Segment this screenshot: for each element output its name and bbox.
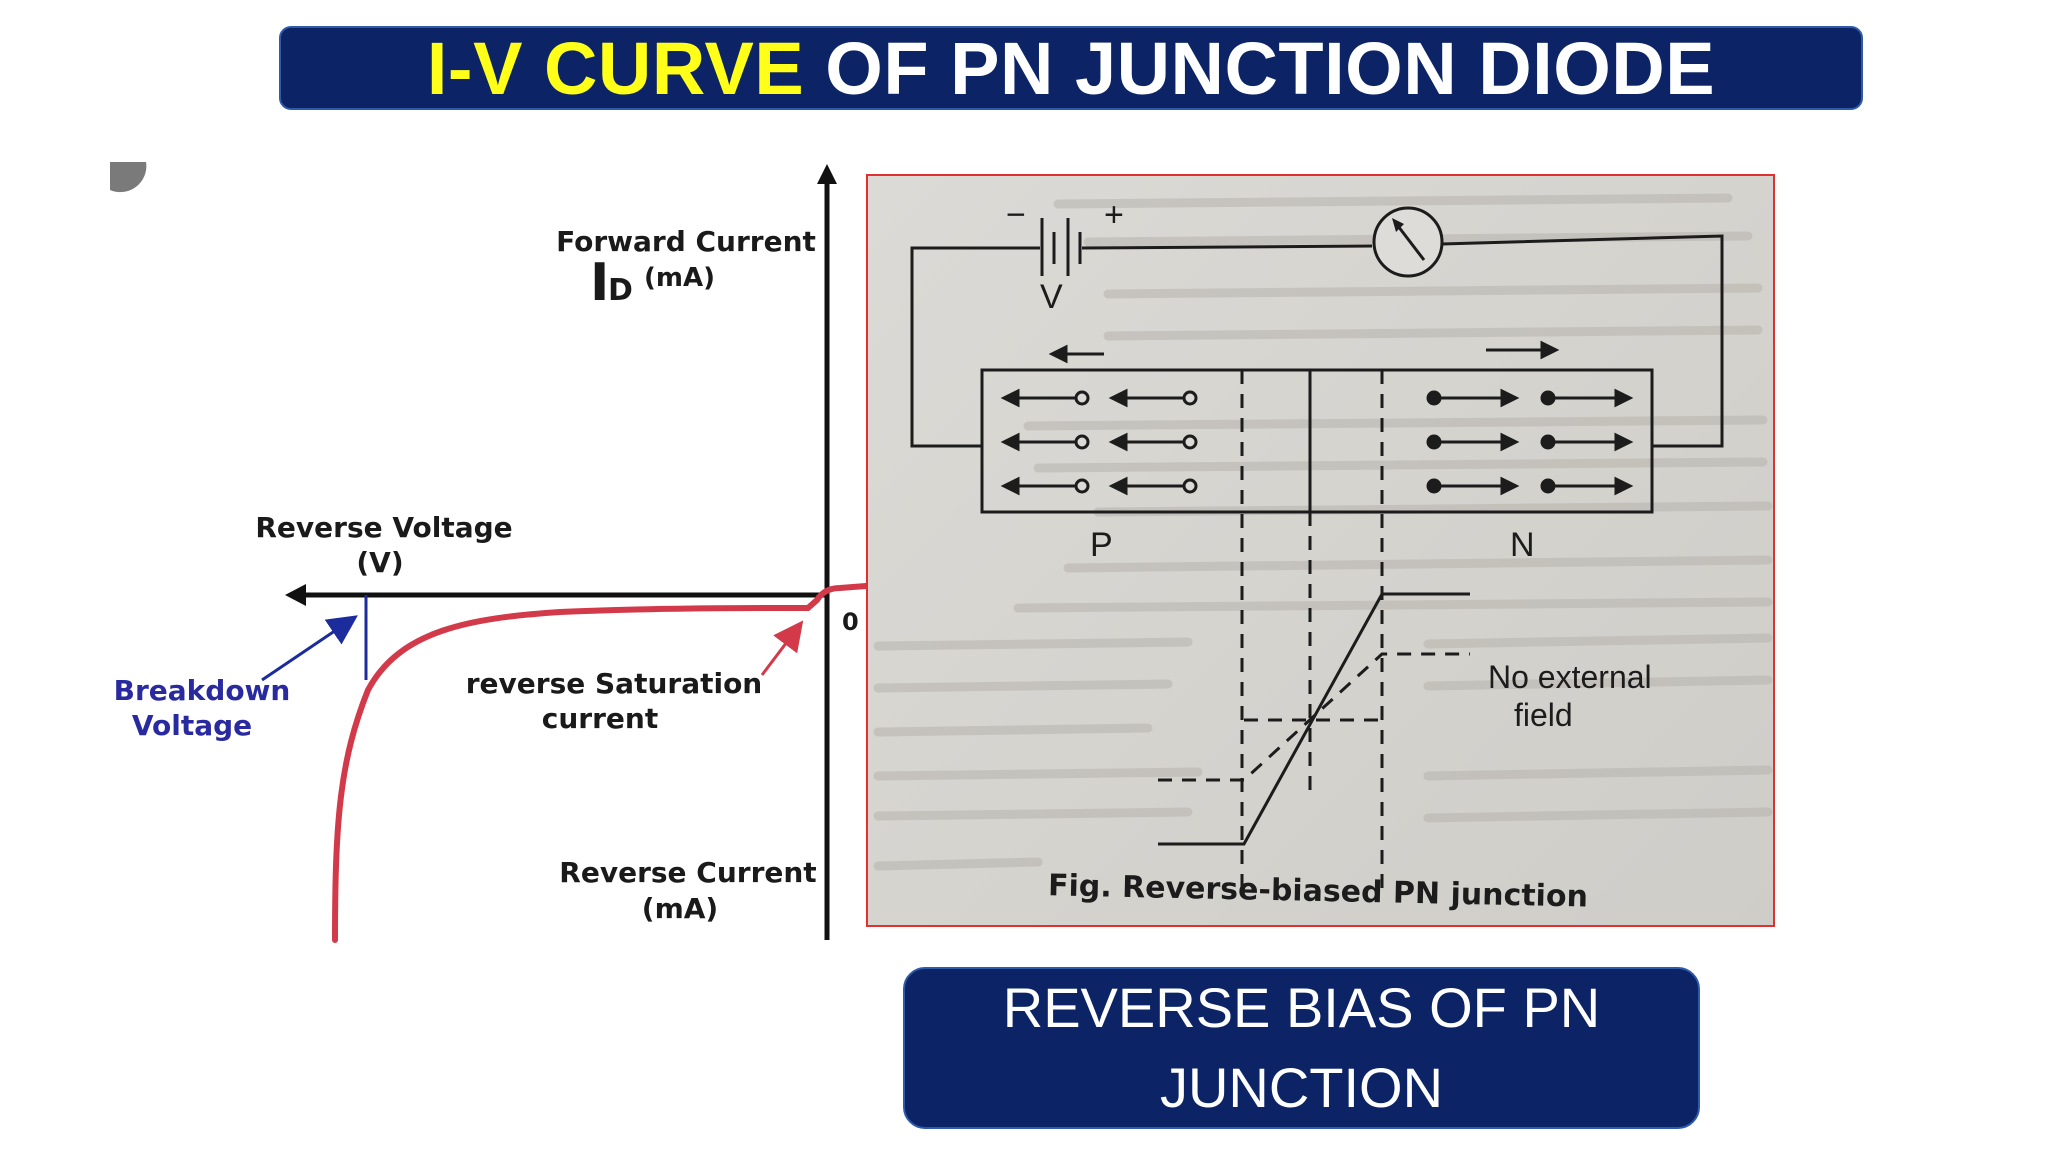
battery-plus: +: [1104, 196, 1124, 234]
title-highlight: I-V CURVE: [426, 26, 805, 110]
battery-label: V: [1040, 278, 1063, 316]
saturation-current-label-2: current: [542, 702, 658, 735]
n-region-label: N: [1510, 526, 1535, 564]
corner-decoration-icon: [110, 162, 147, 193]
pn-junction-block: [980, 368, 1654, 896]
p-region-label: P: [1090, 526, 1113, 564]
saturation-current-label: reverse Saturation: [466, 667, 763, 700]
saturation-arrow: [760, 620, 804, 676]
iv-characteristic-curve: [332, 583, 869, 943]
id-unit: (mA): [644, 263, 715, 293]
ammeter-icon: [1372, 206, 1444, 278]
circuit-wire: [910, 234, 1724, 448]
battery-icon: [982, 218, 1082, 276]
book-text-background: [873, 193, 1773, 871]
reverse-current-unit: (mA): [642, 892, 718, 925]
reverse-voltage-unit: (V): [356, 546, 403, 579]
figure-caption: Fig. Reverse-biased PN junction: [1048, 868, 1589, 914]
no-external-field-label: No external: [1488, 659, 1652, 695]
field-arrows: [1048, 340, 1560, 364]
breakdown-voltage-label-2: Voltage: [132, 709, 252, 742]
n-side-carriers: [1426, 388, 1634, 496]
breakdown-arrow: [261, 615, 358, 682]
reverse-bias-figure: − + V: [866, 174, 1775, 927]
title-banner: I-V CURVE OF PN JUNCTION DIODE: [279, 26, 1863, 110]
reverse-bias-potential: [1158, 592, 1470, 846]
origin-label: 0: [842, 608, 859, 636]
id-subscript: D: [608, 273, 633, 308]
voltage-axis-arrow-icon: [285, 584, 306, 606]
no-field-potential: [1158, 652, 1470, 782]
id-symbol: I: [590, 253, 609, 313]
reverse-voltage-label: Reverse Voltage: [255, 511, 512, 544]
reverse-current-label: Reverse Current: [559, 856, 816, 889]
breakdown-voltage-label: Breakdown: [114, 674, 291, 707]
title-rest: OF PN JUNCTION DIODE: [804, 26, 1716, 110]
p-side-carriers: [1000, 388, 1198, 496]
no-external-field-label-2: field: [1514, 697, 1573, 733]
current-axis-arrow-icon: [817, 164, 837, 184]
forward-current-label: Forward Current: [556, 225, 816, 258]
battery-minus: −: [1006, 196, 1026, 234]
reverse-bias-caption: REVERSE BIAS OF PN JUNCTION: [903, 967, 1700, 1129]
caption-text: REVERSE BIAS OF PN JUNCTION: [1002, 976, 1601, 1119]
